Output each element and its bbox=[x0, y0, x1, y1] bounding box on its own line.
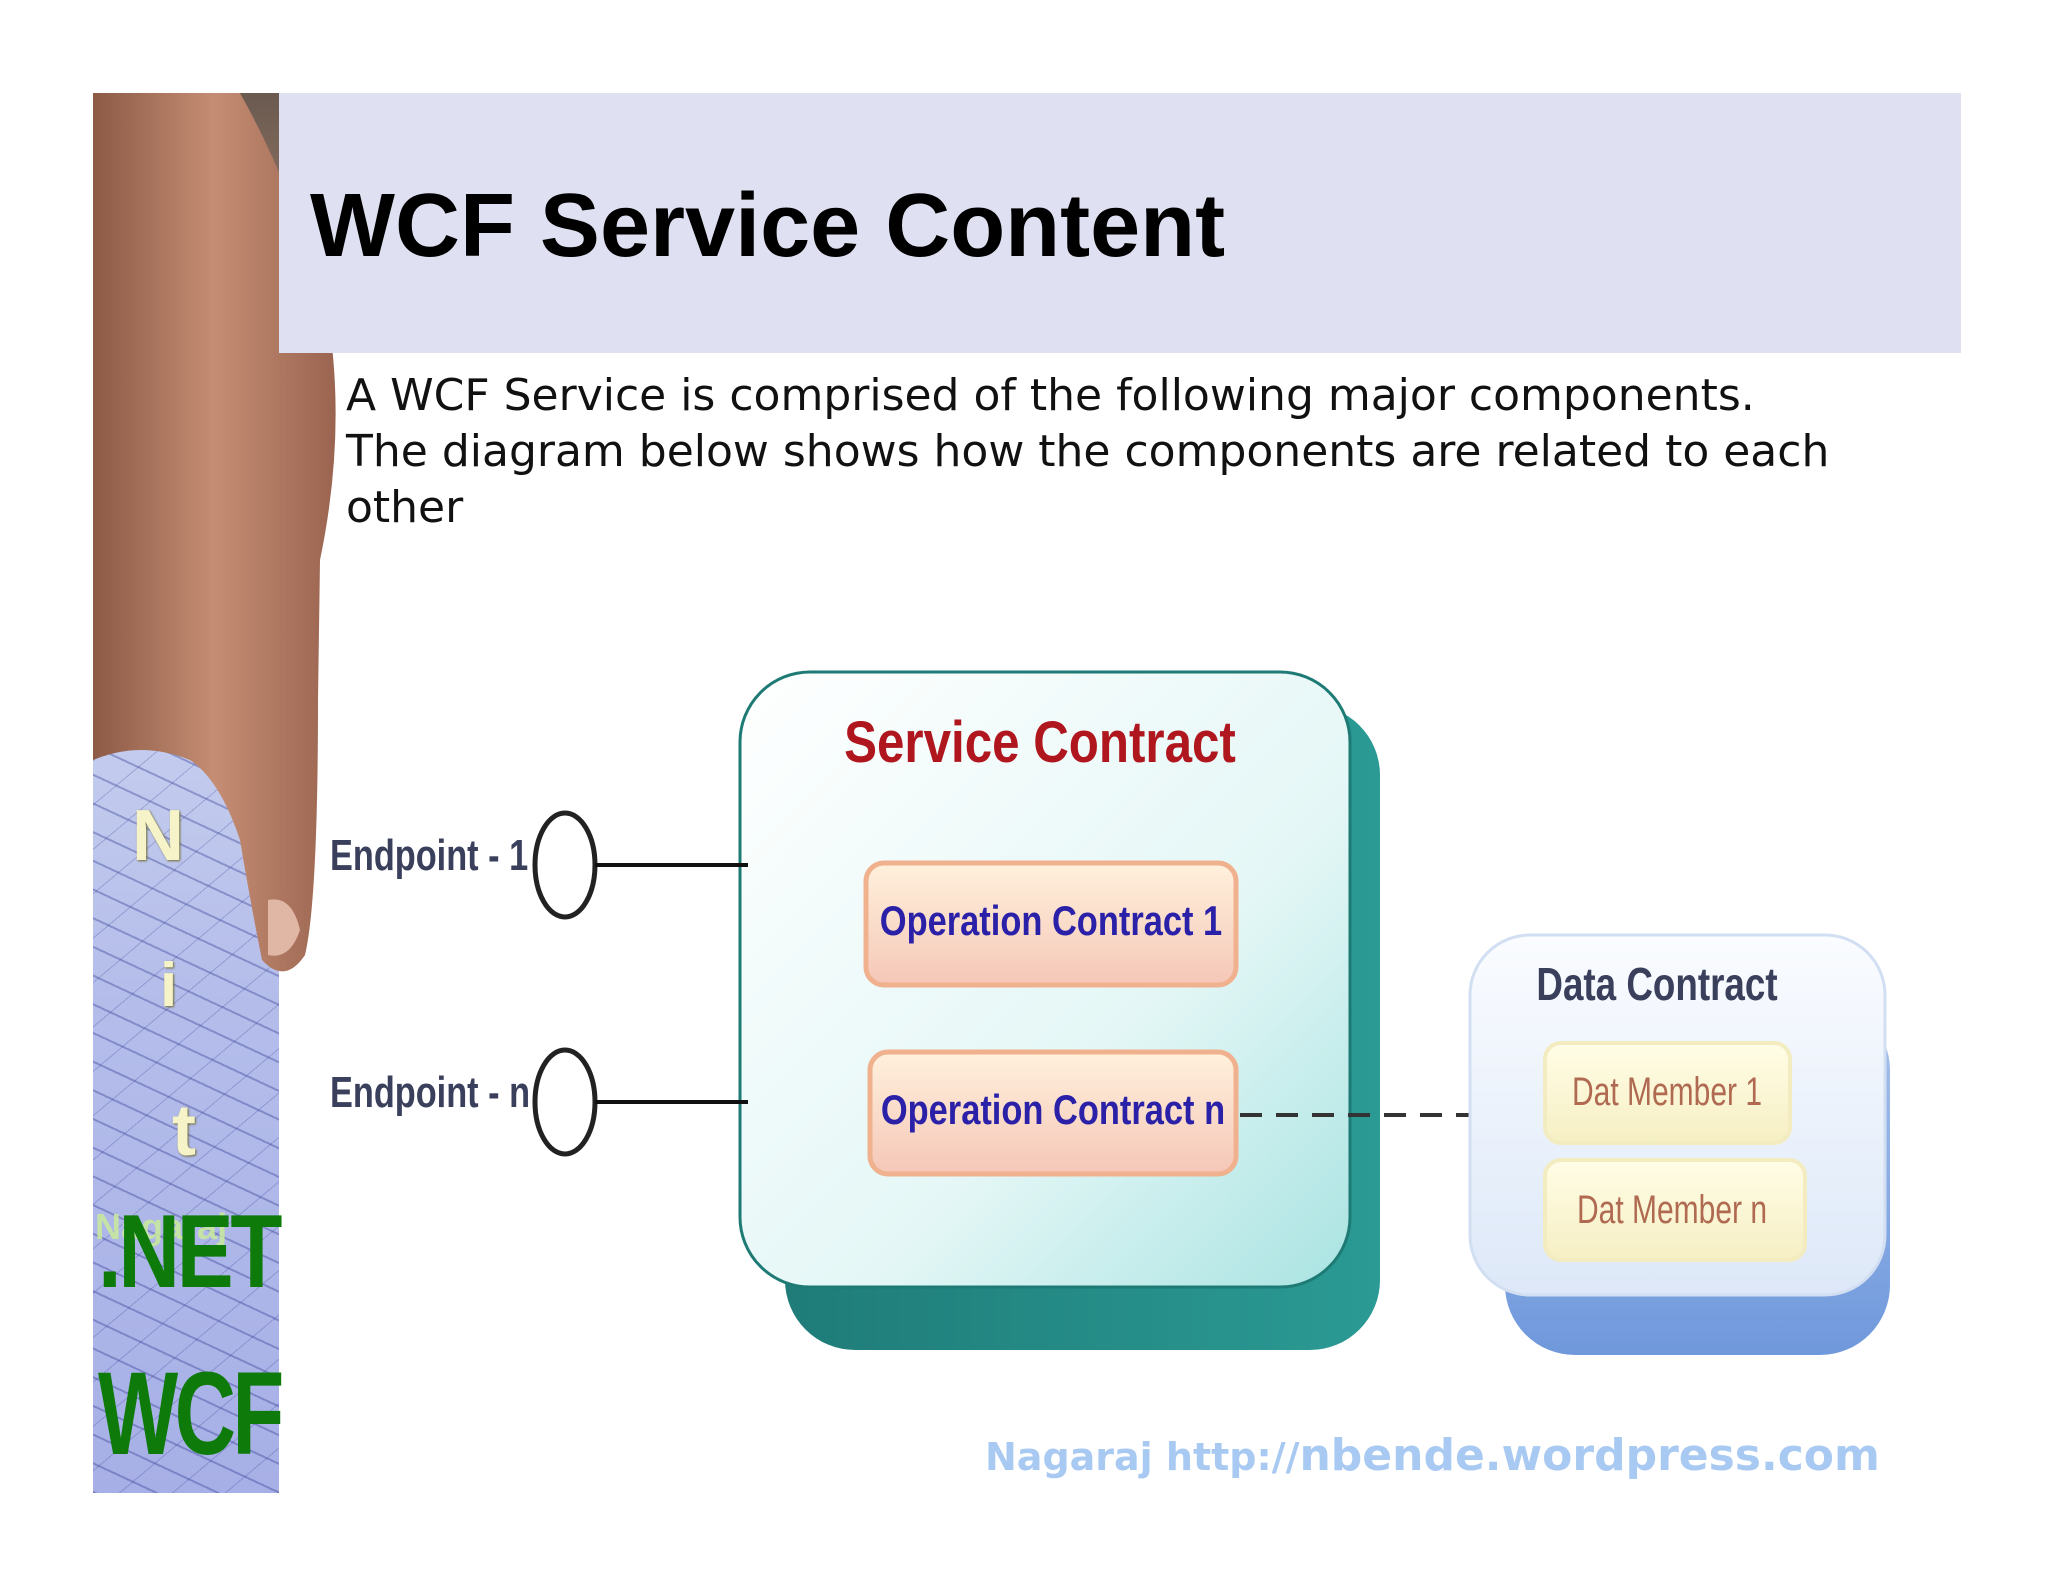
endpoint-n-circle bbox=[532, 1047, 598, 1157]
endpoint-1-circle bbox=[532, 810, 598, 920]
intro-paragraph: A WCF Service is comprised of the follow… bbox=[346, 368, 1946, 536]
data-member-1-box bbox=[1543, 1041, 1792, 1145]
strip-letter-t: t bbox=[172, 1091, 196, 1171]
intro-line-2: The diagram below shows how the componen… bbox=[346, 426, 1830, 477]
footer-prefix: Nagaraj http:// bbox=[985, 1435, 1300, 1479]
footer-credit: Nagaraj http://nbende.wordpress.com bbox=[985, 1430, 1880, 1481]
endpoint-n-label: Endpoint - n bbox=[330, 1068, 530, 1117]
intro-line-3: other bbox=[346, 482, 464, 533]
operation-contract-1-box bbox=[863, 860, 1239, 988]
operation-contract-n-label: Operation Contract n bbox=[881, 1087, 1225, 1134]
net-logo: .NET bbox=[98, 1194, 282, 1310]
footer-domain: nbende.wordpress.com bbox=[1299, 1430, 1880, 1481]
wcf-logo: WCF bbox=[98, 1348, 284, 1480]
strip-letter-i: i bbox=[160, 951, 178, 1020]
service-contract-title: Service Contract bbox=[844, 710, 1236, 775]
strip-letter-n: N bbox=[132, 796, 184, 876]
data-member-1-label: Dat Member 1 bbox=[1572, 1070, 1762, 1114]
data-contract-title: Data Contract bbox=[1536, 958, 1777, 1010]
strip-author-label: Nagaraj bbox=[95, 1206, 228, 1247]
intro-line-1: A WCF Service is comprised of the follow… bbox=[346, 370, 1755, 421]
operation-contract-1-label: Operation Contract 1 bbox=[880, 898, 1222, 945]
data-member-n-box bbox=[1543, 1158, 1807, 1262]
operation-contract-n-box bbox=[867, 1049, 1239, 1177]
header-band bbox=[279, 93, 1961, 353]
data-member-n-label: Dat Member n bbox=[1577, 1188, 1767, 1232]
slide-title: WCF Service Content bbox=[310, 176, 1226, 276]
endpoint-1-label: Endpoint - 1 bbox=[330, 831, 528, 880]
